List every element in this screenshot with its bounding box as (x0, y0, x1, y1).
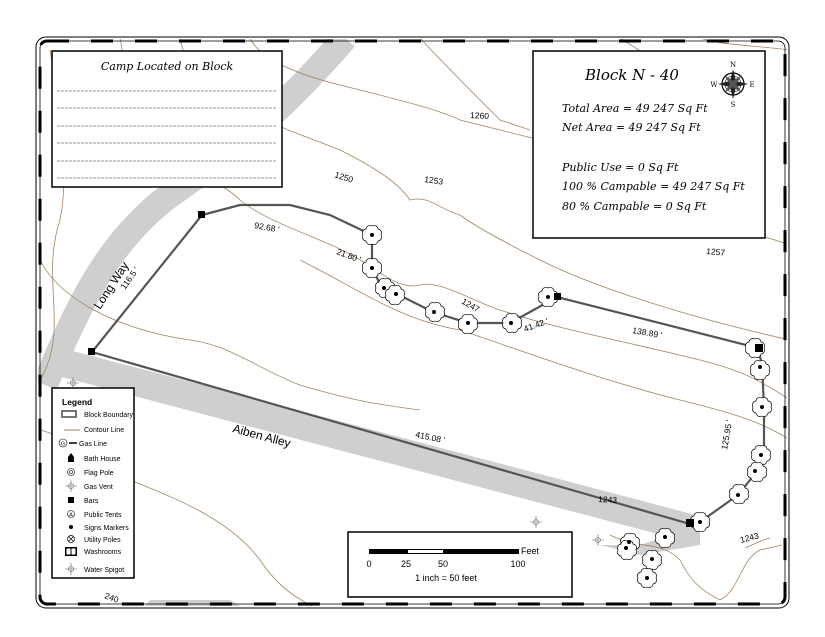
bar-markers (88, 211, 763, 527)
svg-text:Water Spigot: Water Spigot (84, 567, 124, 574)
svg-text:Signs Markers: Signs Markers (84, 525, 129, 532)
road-label-fragment: 240 (103, 590, 120, 604)
compass-rose-icon: N S E W (710, 61, 754, 109)
scale-tick: 50 (438, 559, 448, 569)
svg-text:Public Tents: Public Tents (84, 512, 122, 519)
scale-tick: 100 (510, 559, 525, 569)
contour-label: 1253 (424, 174, 444, 187)
scale-tick: 25 (401, 559, 411, 569)
water-spigot-markers (66, 376, 605, 547)
scale-tick: 0 (366, 559, 371, 569)
block-boundary (91, 203, 766, 526)
flag-pole-icon (67, 468, 75, 476)
dimension-label: 92.68 ' (254, 220, 281, 234)
camp-panel-title: Camp Located on Block (101, 60, 234, 73)
contour-label: 1243 (598, 494, 618, 505)
svg-text:Bars: Bars (84, 498, 99, 505)
svg-text:Utility Poles: Utility Poles (84, 537, 121, 544)
svg-text:G: G (61, 442, 65, 448)
contour-label: 1250 (333, 169, 354, 184)
campable-80: 80 % Campable = 0 Sq Ft (562, 200, 707, 213)
public-tents-icon: A (67, 510, 75, 519)
dimension-label: 125.95 ' (719, 419, 734, 451)
camp-located-panel: Camp Located on Block (51, 50, 283, 188)
road-corner (140, 600, 250, 606)
svg-text:S: S (731, 101, 736, 109)
svg-text:Bath House: Bath House (84, 456, 121, 463)
gas-line-icon: G (58, 438, 77, 448)
block-info-panel: Block N - 40 Total Area = 49 247 Sq Ft N… (532, 50, 766, 239)
road-long-way (38, 39, 355, 390)
svg-text:Washrooms: Washrooms (84, 549, 122, 556)
dimension-label: 138.89 ' (632, 325, 664, 340)
scale-bar-panel: Feet 0 25 50 100 1 inch = 50 feet (347, 531, 573, 598)
svg-text:Gas Vent: Gas Vent (84, 484, 113, 491)
contour-label: 1247 (460, 296, 482, 314)
bars-icon (68, 497, 74, 503)
contour-label: 1243 (739, 530, 760, 545)
scale-unit: Feet (521, 546, 540, 556)
svg-text:N: N (730, 61, 736, 69)
map-frame (35, 36, 790, 609)
block-title: Block N - 40 (584, 66, 679, 84)
total-area: Total Area = 49 247 Sq Ft (562, 102, 708, 115)
svg-text:Contour Line: Contour Line (84, 427, 124, 434)
public-use: Public Use = 0 Sq Ft (561, 161, 679, 174)
legend-panel: Legend Block Boundary Contour Line G Gas… (51, 387, 135, 579)
contour-label: 1260 (470, 110, 490, 121)
washrooms-icon (65, 547, 77, 556)
svg-text:A: A (69, 513, 73, 519)
contour-label: 1257 (706, 246, 726, 258)
svg-text:W: W (710, 81, 718, 89)
campable-100: 100 % Campable = 49 247 Sq Ft (562, 180, 745, 193)
block-boundary-icon (61, 410, 77, 418)
svg-text:Flag Pole: Flag Pole (84, 470, 114, 477)
net-area: Net Area = 49 247 Sq Ft (561, 121, 701, 134)
utility-poles-icon (67, 535, 75, 543)
road-aiben-alley (56, 348, 694, 542)
scale-ratio: 1 inch = 50 feet (415, 573, 477, 583)
legend-title: Legend (62, 397, 92, 407)
svg-text:Gas Line: Gas Line (79, 441, 107, 448)
sign-markers (370, 233, 764, 580)
dimension-label: 21.80 ' (335, 246, 363, 264)
svg-text:E: E (749, 81, 754, 89)
bath-house-icon (68, 453, 74, 462)
svg-text:Block Boundary: Block Boundary (84, 412, 134, 419)
signs-markers-icon (69, 525, 73, 529)
